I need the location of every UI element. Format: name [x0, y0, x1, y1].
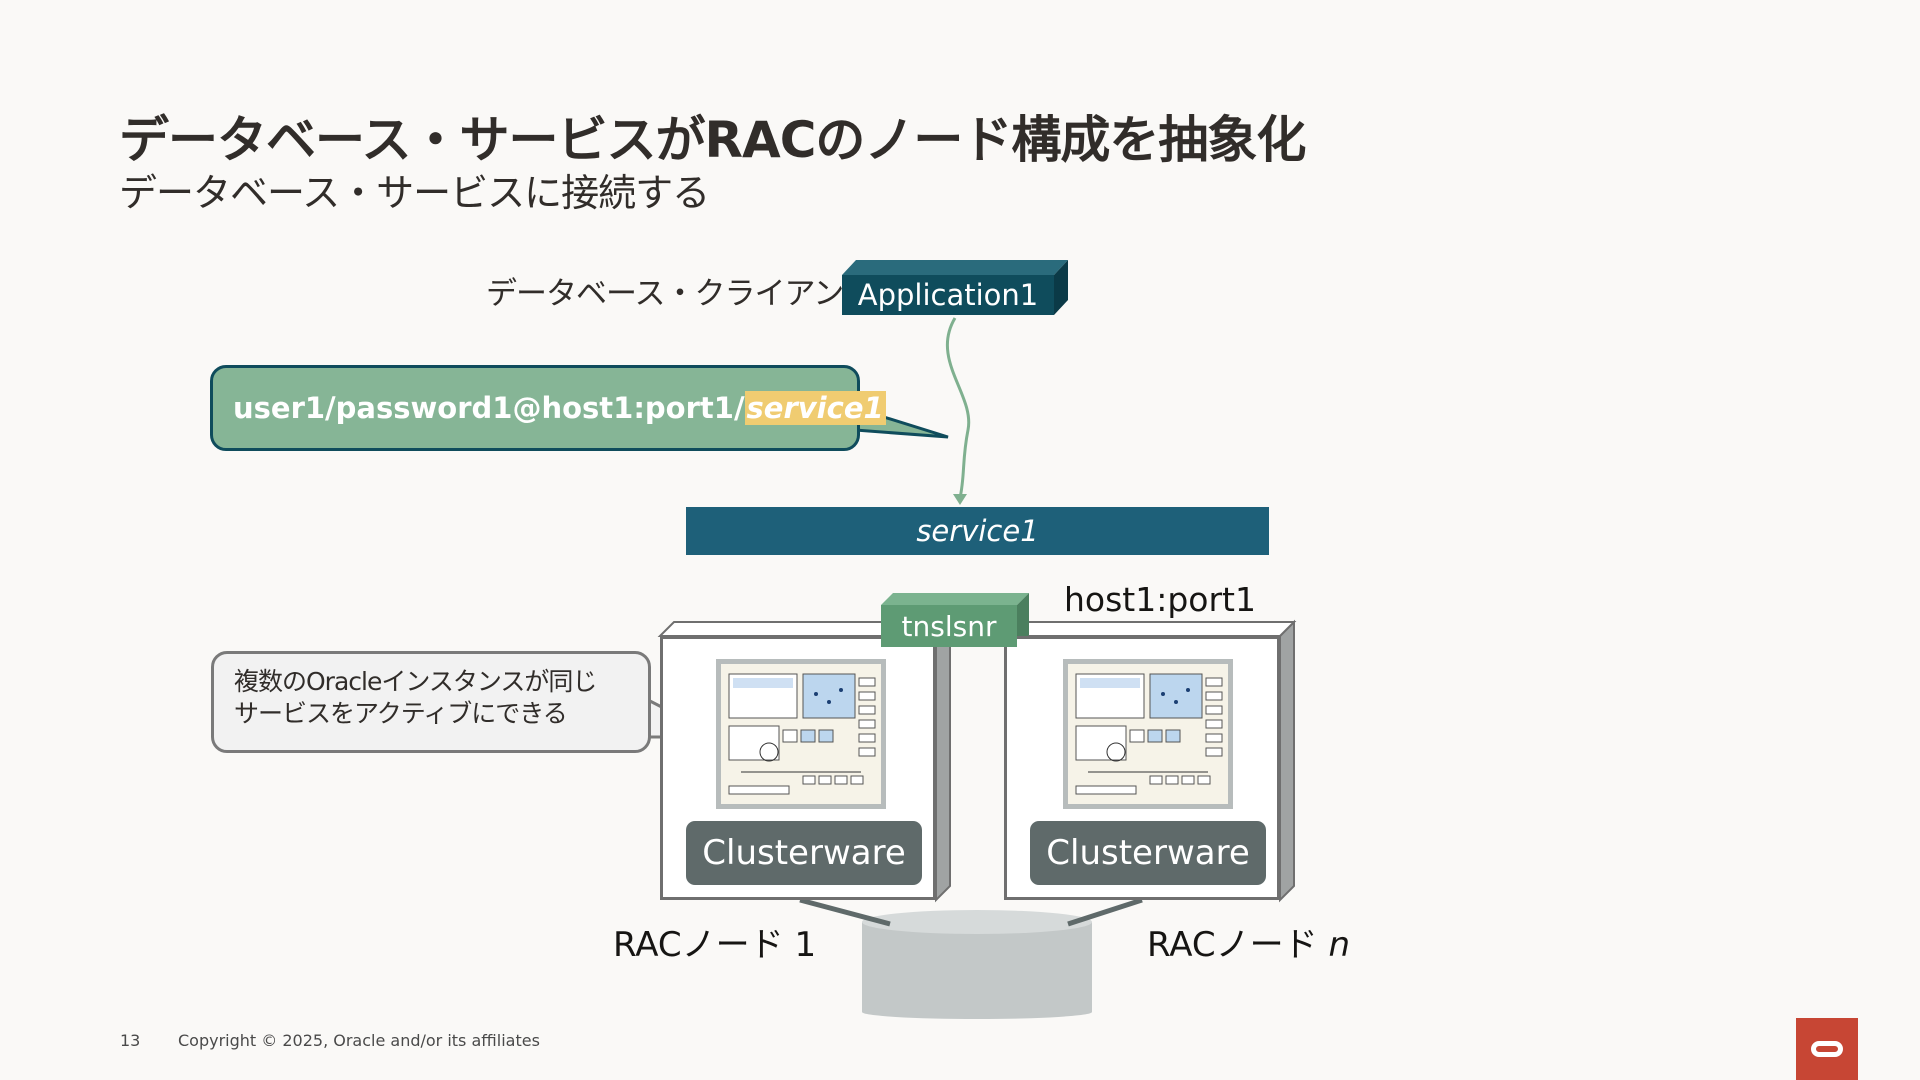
- copyright-text: Copyright © 2025, Oracle and/or its affi…: [178, 1031, 540, 1050]
- rac-node-n-label: RACノード n: [1147, 917, 1350, 966]
- slide-title: データベース・サービスがRACのノード構成を抽象化: [119, 111, 1306, 169]
- node2-storage-link: [1067, 897, 1143, 927]
- instance-diagram-icon: [728, 673, 876, 795]
- instance-callout-line2: サービスをアクティブにできる: [234, 699, 568, 728]
- instance-architecture-thumbnail: [1063, 659, 1233, 809]
- connection-string-prefix: user1/password1@host1:port1/: [233, 391, 745, 425]
- host-port-label: host1:port1: [1064, 580, 1256, 619]
- service-bar: service1: [686, 507, 1269, 555]
- oracle-logo-icon: [1796, 1018, 1858, 1080]
- node1-storage-link: [799, 897, 891, 927]
- slide-subtitle: データベース・サービスに接続する: [119, 171, 710, 215]
- instance-architecture-thumbnail: [716, 659, 886, 809]
- connection-service-highlight: service1: [744, 391, 886, 425]
- clusterware-box-node-1: Clusterware: [686, 821, 922, 885]
- listener-box: tnslsnr: [881, 605, 1017, 647]
- application-box: Application1: [842, 275, 1054, 315]
- storage-body: [862, 922, 1092, 1012]
- instance-diagram-icon: [1075, 673, 1223, 795]
- rac-node-1-label: RACノード 1: [613, 925, 817, 965]
- application-box-top: [842, 260, 1068, 275]
- rac-node-n-label-prefix: RACノード: [1147, 925, 1329, 965]
- page-number: 13: [120, 1031, 141, 1050]
- instance-callout: 複数のOracleインスタンスが同じ サービスをアクティブにできる: [211, 651, 651, 753]
- instance-callout-line1: 複数のOracleインスタンスが同じ: [234, 667, 597, 696]
- application-box-side: [1054, 260, 1068, 315]
- app-to-service-connector: [945, 317, 971, 499]
- client-label: データベース・クライアント: [486, 276, 874, 312]
- storage-bottom: [862, 1005, 1092, 1019]
- clusterware-box-node-n: Clusterware: [1030, 821, 1266, 885]
- connector-arrowhead: [953, 494, 967, 505]
- storage-top: [862, 910, 1092, 934]
- rac-node-n-label-var: n: [1328, 925, 1351, 965]
- connection-string-callout: user1/password1@host1:port1/service1: [210, 365, 886, 451]
